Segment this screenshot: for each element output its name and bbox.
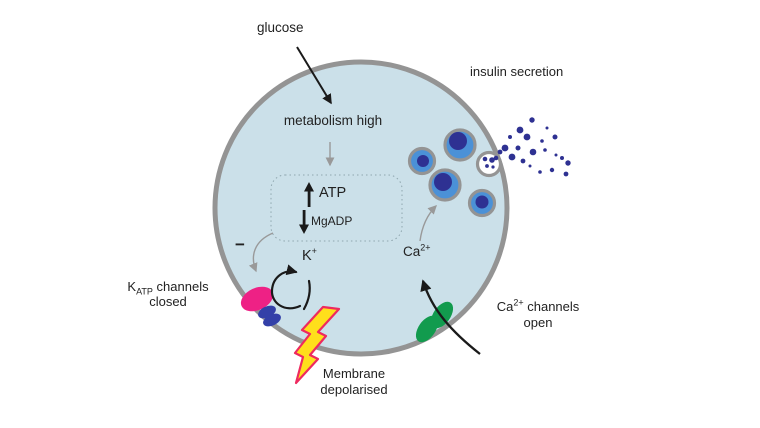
ca-ion-label: Ca2+ — [403, 242, 431, 259]
atp-mgadp-box — [270, 174, 403, 242]
katp-channel-sur-subunit — [240, 286, 274, 312]
granule-core — [417, 155, 429, 167]
insulin-dot — [482, 156, 488, 162]
ca-channels-line2: open — [523, 314, 553, 330]
insulin-dot — [491, 165, 495, 169]
ca-channels-label: Ca2+ channels open — [496, 297, 580, 330]
k-recycle-loop-tail — [302, 279, 311, 311]
ca-channels-line1: Ca2+ channels — [496, 297, 580, 314]
granule-core — [475, 195, 489, 209]
katp-channels-label: KATP channels closed — [127, 279, 208, 309]
lightning-bolt-icon — [293, 305, 341, 385]
insulin-dot — [485, 164, 489, 168]
calcium-entry-arrow-icon — [420, 279, 481, 355]
glucose-arrow-icon — [296, 46, 332, 105]
katp-channels-line1: KATP channels — [127, 279, 209, 297]
insulin-dot — [565, 160, 571, 166]
atp-label: ATP — [319, 185, 347, 201]
insulin-dot — [523, 133, 531, 141]
insulin-dot — [497, 149, 503, 155]
insulin-dot-layer — [482, 117, 571, 177]
insulin-dot — [501, 144, 509, 152]
atp-up-arrow-icon — [304, 182, 314, 207]
insulin-dot — [520, 158, 526, 164]
insulin-dot — [529, 148, 537, 156]
katp-channels-line2: closed — [149, 294, 187, 309]
insulin-dot — [508, 153, 516, 161]
insulin-dot — [543, 148, 547, 152]
insulin-dot — [560, 156, 564, 160]
insulin-dot — [554, 153, 558, 157]
insulin-dot — [489, 157, 495, 163]
vesicle-layer — [407, 128, 497, 218]
insulin-dot — [529, 117, 535, 123]
insulin-dot — [508, 135, 512, 139]
glucose-label: glucose — [257, 20, 304, 35]
mgadp-label: MgADP — [311, 214, 353, 228]
insulin-secretion-label: insulin secretion — [470, 64, 564, 79]
insulin-dot — [563, 171, 569, 177]
ca-channel-subunit — [415, 315, 439, 343]
fused-vesicle-pore — [475, 150, 503, 178]
k-recycle-loop-arrow-icon — [270, 264, 302, 310]
katp-channel-kir-subunit — [263, 313, 281, 327]
metabolism-high-label: metabolism high — [283, 113, 383, 128]
insulin-dot — [552, 134, 558, 140]
inhibition-arrow-icon — [248, 232, 274, 273]
insulin-dot — [545, 126, 549, 130]
membrane-depolarised-label: Membrane depolarised — [320, 366, 388, 397]
insulin-dot — [538, 170, 542, 174]
insulin-dot — [516, 126, 524, 134]
cell-membrane — [212, 59, 510, 357]
mgadp-down-arrow-icon — [299, 210, 309, 234]
granule-core — [434, 173, 452, 191]
insulin-dot — [528, 164, 532, 168]
insulin-dot — [493, 155, 499, 161]
minus-inhibition-label: − — [235, 235, 245, 254]
k-plus-label: K+ — [302, 246, 317, 264]
insulin-dot — [549, 167, 555, 173]
granule-core — [449, 132, 467, 150]
insulin-dot — [515, 145, 521, 151]
insulin-dot — [540, 139, 544, 143]
calcium-to-vesicle-arrow-icon — [419, 205, 437, 242]
